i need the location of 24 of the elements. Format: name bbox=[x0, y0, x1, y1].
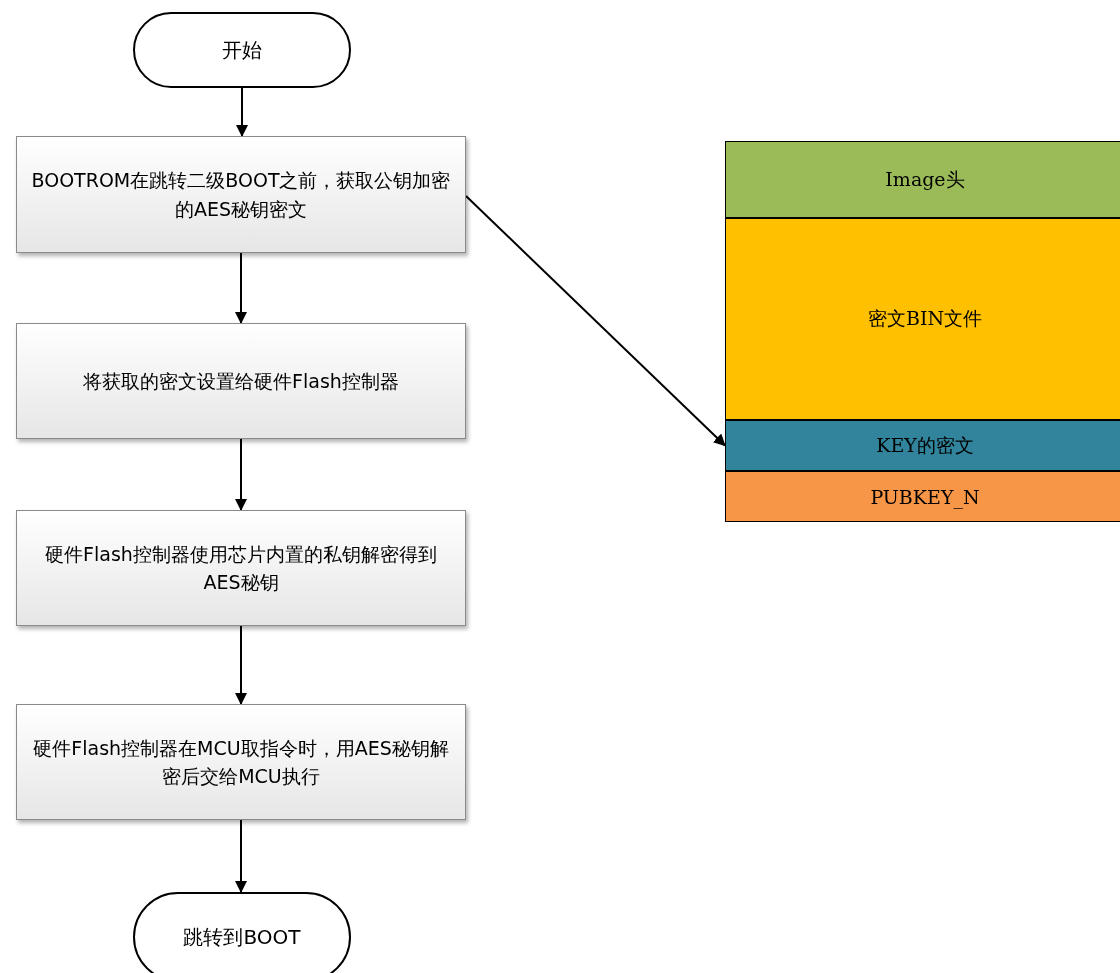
memory-section bbox=[725, 471, 1120, 522]
node-label: 开始 bbox=[222, 36, 262, 64]
arrow bbox=[235, 438, 247, 511]
memory-section bbox=[725, 141, 1120, 218]
process-box bbox=[16, 510, 466, 626]
process-box bbox=[16, 704, 466, 820]
node-label: BOOTROM在跳转二级BOOT之前，获取公钥加密的AES秘钥密文 bbox=[30, 168, 452, 222]
node-label: KEY的密文 bbox=[876, 432, 974, 458]
arrow bbox=[235, 819, 247, 893]
node-label: 跳转到BOOT bbox=[183, 923, 301, 951]
process-box bbox=[16, 136, 466, 253]
arrow bbox=[235, 625, 247, 705]
node-label: 硬件Flash控制器使用芯片内置的私钥解密得到AES秘钥 bbox=[44, 541, 438, 595]
node-label: 密文BIN文件 bbox=[867, 306, 983, 331]
node-label: 将获取的密文设置给硬件Flash控制器 bbox=[83, 368, 399, 394]
node-label: Image头 bbox=[885, 166, 965, 192]
node-label: PUBKEY_N bbox=[870, 485, 980, 508]
node-label: 硬件Flash控制器在MCU取指令时，用AES秘钥解密后交给MCU执行 bbox=[32, 735, 450, 789]
arrow bbox=[235, 252, 247, 324]
memory-section bbox=[725, 218, 1120, 420]
arrow bbox=[236, 87, 248, 137]
memory-section bbox=[725, 420, 1120, 471]
arrow bbox=[465, 195, 726, 447]
process-box bbox=[16, 323, 466, 439]
